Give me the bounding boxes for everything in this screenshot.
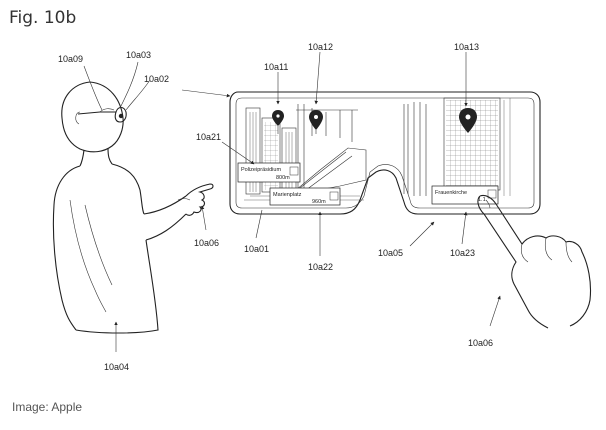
tag-distance: 1.1	[478, 197, 486, 203]
map-pin-icon	[459, 108, 477, 133]
tag-distance: 960m	[312, 199, 326, 205]
label-10a06-user: 10a06	[194, 238, 219, 248]
tag-name: Polizeipräsidium	[241, 167, 281, 173]
info-tag-frauenkirche: Frauenkirche 1.1	[431, 185, 499, 205]
label-10a23: 10a23	[450, 248, 475, 258]
reference-labels: 10a09 10a03 10a02 10a11 10a12 10a13 10a2…	[58, 42, 493, 372]
info-tag-marienplatz: Marienplatz 960m	[269, 187, 341, 206]
image-caption: Image: Apple	[12, 400, 83, 414]
map-pin-icon	[309, 110, 323, 130]
label-10a13: 10a13	[454, 42, 479, 52]
label-10a03: 10a03	[126, 50, 151, 60]
right-lens-scene	[403, 97, 511, 196]
person-outline	[52, 81, 214, 334]
label-10a01: 10a01	[244, 244, 269, 254]
info-tag-polizei: Polizeipräsidium 800m	[237, 162, 301, 183]
label-10a06-hand: 10a06	[468, 338, 493, 348]
glasses-display: Polizeipräsidium 800m Marienplatz 960m F…	[229, 91, 541, 215]
label-10a22: 10a22	[308, 262, 333, 272]
label-10a04: 10a04	[104, 362, 129, 372]
label-10a02: 10a02	[144, 74, 169, 84]
left-lens-scene	[244, 104, 367, 201]
label-10a21: 10a21	[196, 132, 221, 142]
label-10a12: 10a12	[308, 42, 333, 52]
label-10a05: 10a05	[378, 248, 403, 258]
leader-lines	[83, 51, 501, 352]
tag-name: Frauenkirche	[435, 190, 467, 196]
tag-name: Marienplatz	[273, 192, 302, 198]
tag-distance: 800m	[276, 175, 290, 181]
map-pin-icon	[272, 110, 284, 126]
figure-title: Fig. 10b	[9, 8, 77, 28]
pointing-hand	[477, 194, 592, 329]
label-10a09: 10a09	[58, 54, 83, 64]
label-10a11: 10a11	[264, 62, 288, 72]
